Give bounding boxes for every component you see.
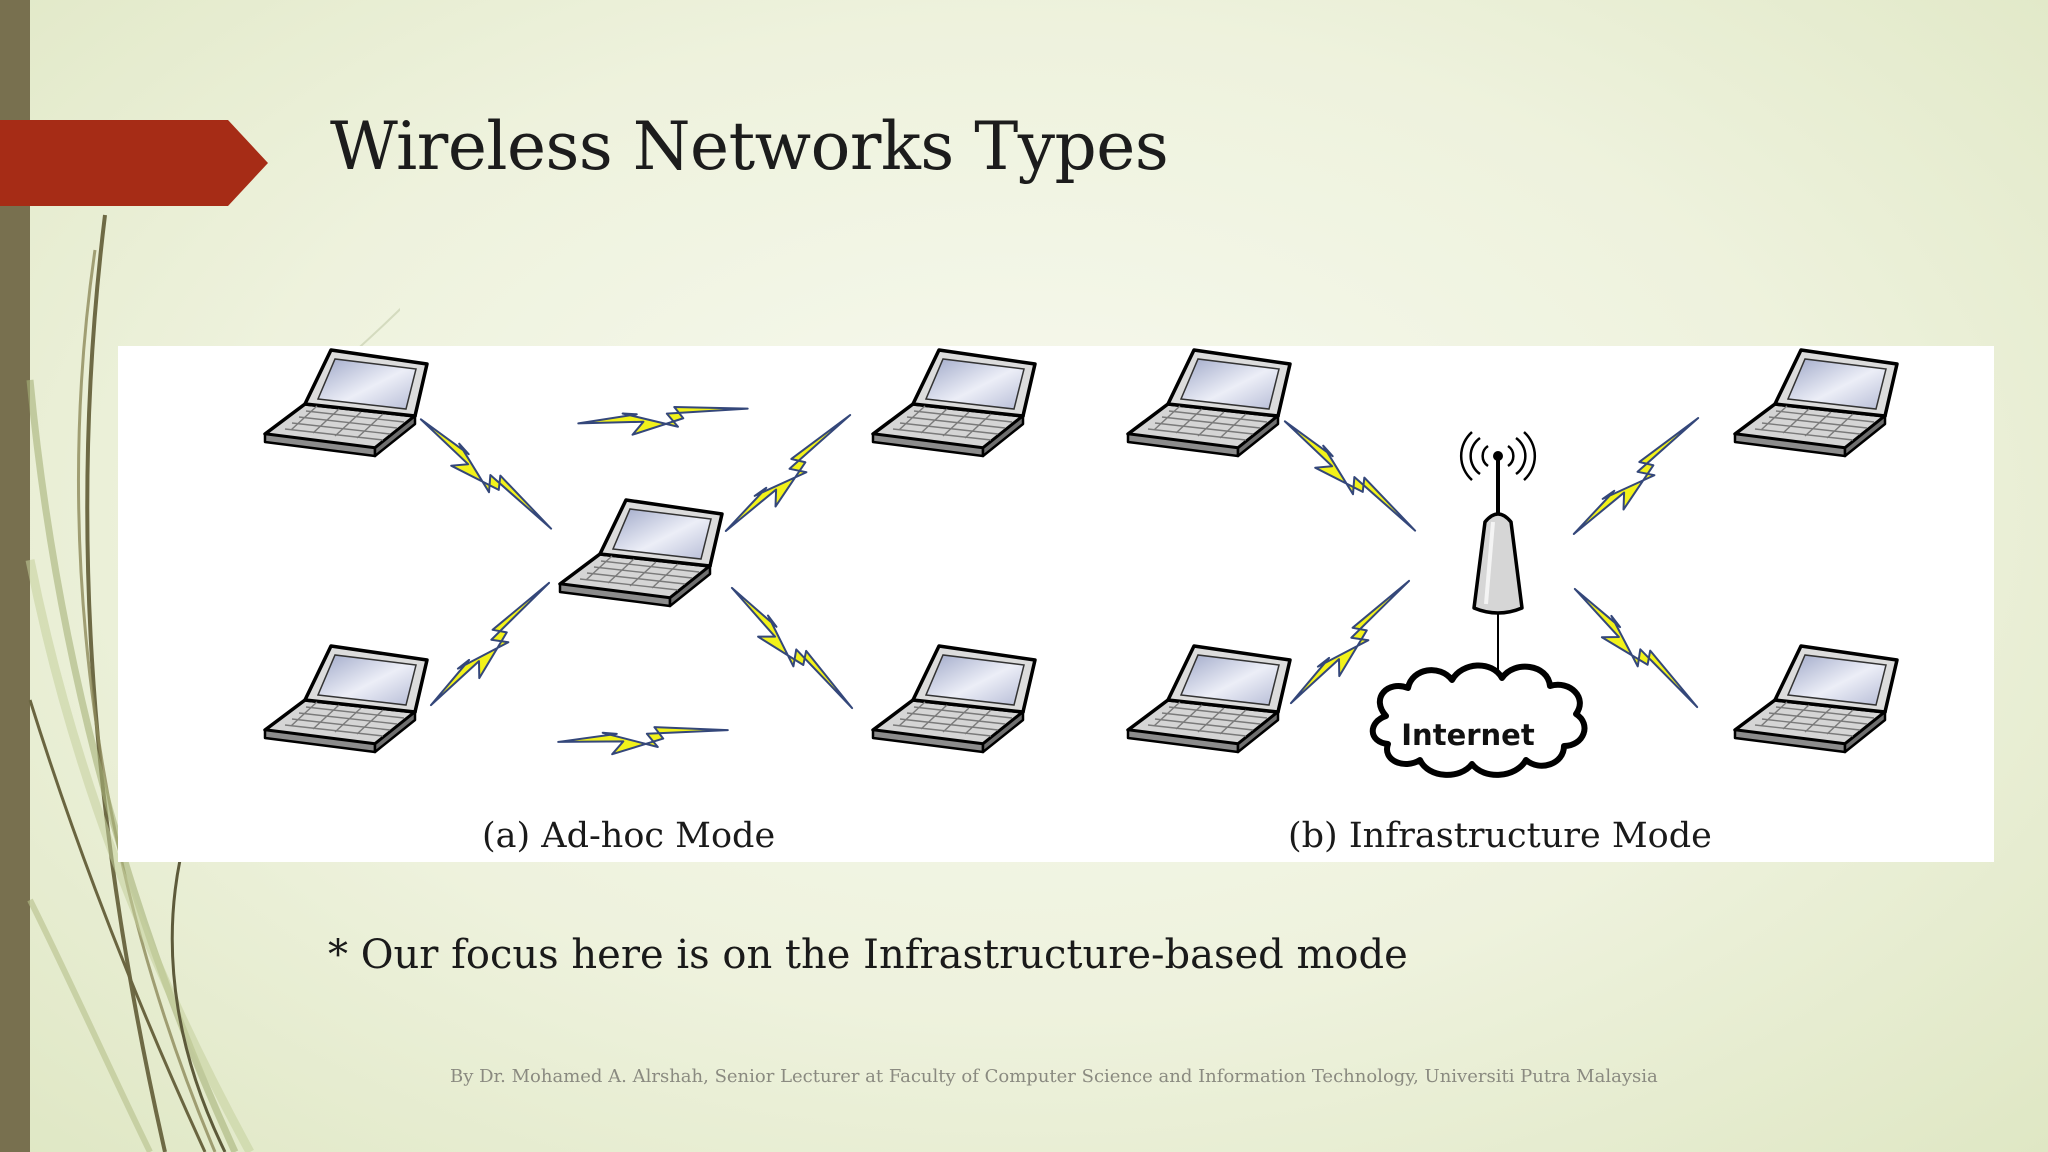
slide-title: Wireless Networks Types — [330, 108, 1169, 185]
internet-cloud-icon — [1369, 662, 1588, 778]
lightning-bolt-icon — [1273, 414, 1422, 544]
lightning-bolt-icon — [1567, 411, 1711, 547]
caption-ad-hoc: (a) Ad-hoc Mode — [482, 816, 776, 856]
laptop-icon — [871, 348, 1037, 458]
footer-credit: By Dr. Mohamed A. Alrshah, Senior Lectur… — [450, 1066, 1658, 1087]
laptop-icon — [871, 644, 1037, 754]
lightning-bolt-icon — [409, 412, 558, 542]
laptop-icon — [263, 348, 429, 458]
lightning-bolt-icon — [424, 576, 562, 718]
lightning-bolt-icon — [719, 581, 859, 721]
caption-infrastructure: (b) Infrastructure Mode — [1288, 816, 1712, 856]
network-diagram: Internet (a) Ad-hoc Mode (b) Infrastruct… — [118, 346, 1994, 862]
lightning-bolt-icon — [556, 721, 730, 759]
internet-label: Internet — [1401, 718, 1535, 752]
laptop-icon — [1733, 644, 1899, 754]
laptop-icon — [1733, 348, 1899, 458]
access-point-icon — [1459, 431, 1537, 686]
laptop-icon — [1126, 348, 1292, 458]
lightning-bolt-icon — [1562, 582, 1704, 720]
laptop-icon — [263, 644, 429, 754]
focus-note: * Our focus here is on the Infrastructur… — [328, 932, 1408, 978]
laptop-icon — [558, 498, 724, 608]
lightning-bolt-icon — [576, 399, 751, 441]
laptop-icon — [1126, 644, 1292, 754]
title-arrow-shape — [0, 120, 268, 206]
lightning-bolt-icon — [719, 408, 863, 544]
